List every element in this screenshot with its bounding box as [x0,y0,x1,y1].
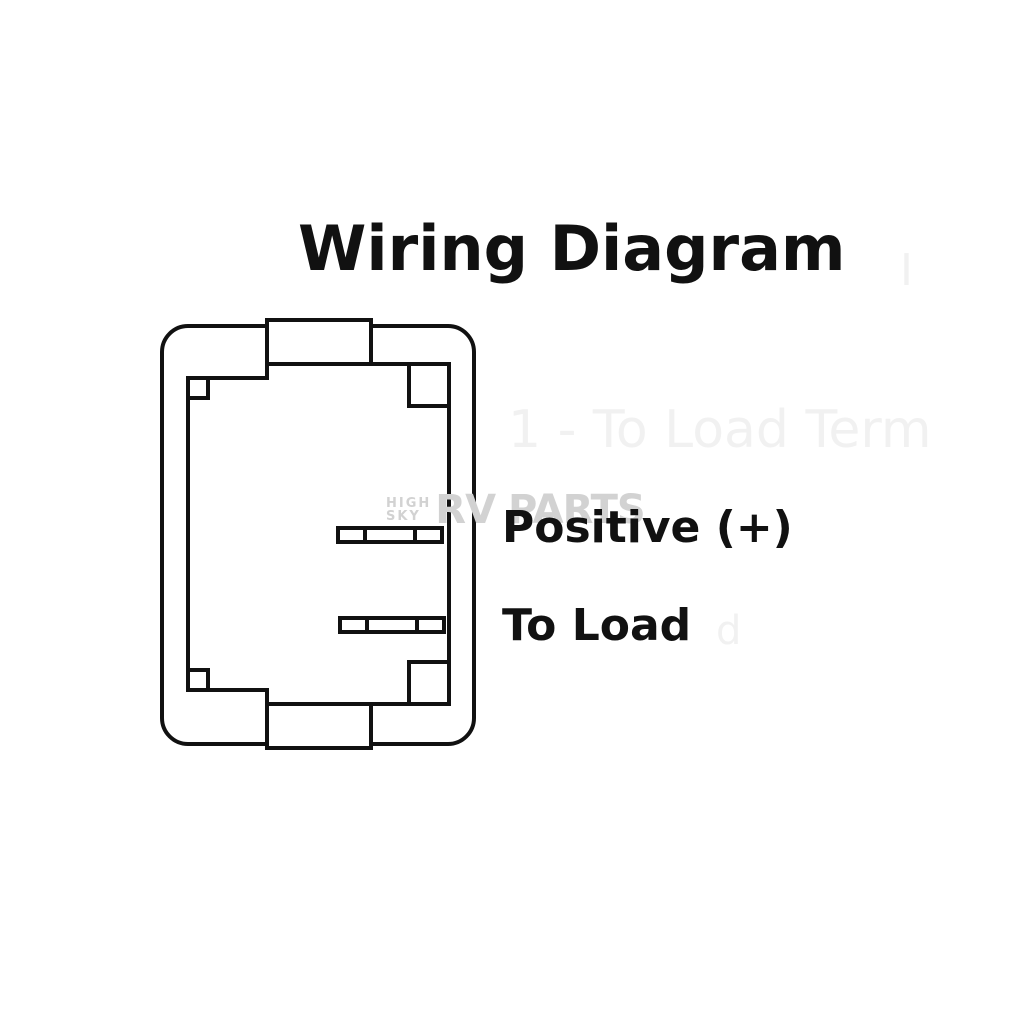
background-text: I [900,245,913,296]
terminal-load [338,616,446,634]
background-text: d [716,608,742,654]
diagram-title: Wiring Diagram [298,212,846,285]
top-tab [265,318,373,366]
watermark-text: HIGH [386,496,432,511]
corner-square-top-right [407,362,451,408]
watermark-text: SKY [386,509,421,524]
terminal-label-load: To Load [502,600,692,651]
corner-square-bottom-left [186,668,210,692]
background-text: 1 - To Load Term [508,400,932,460]
corner-square-bottom-right [407,660,451,706]
watermark-brand: RV PARTS [435,487,645,533]
watermark-logo: HIGH SKY RV PARTS [386,487,646,533]
terminal-positive [336,526,444,544]
corner-square-top-left [186,376,210,400]
inner-body-left [186,364,269,704]
bottom-tab [265,702,373,750]
inner-body-right [371,362,451,706]
terminal-label-positive: Positive (+) [502,502,793,553]
